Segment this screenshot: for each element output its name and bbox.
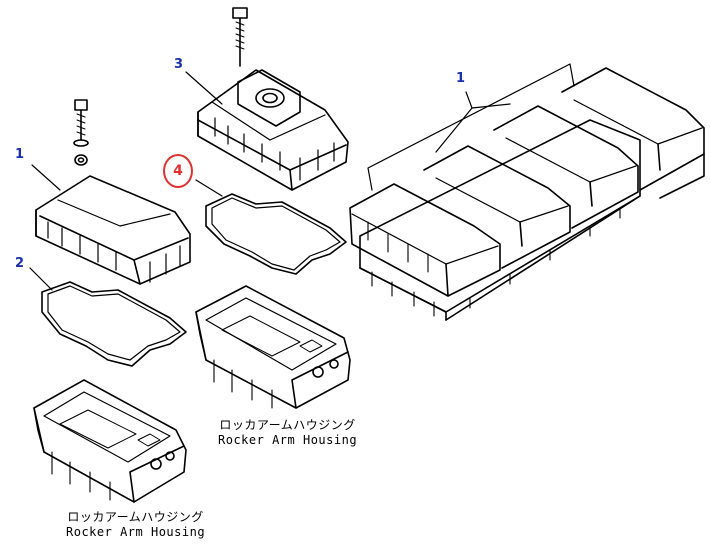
leader-part-1-bracket: [367, 63, 575, 191]
callout-part-3: 3: [174, 57, 184, 72]
caption-jp: ロッカアームハウジング: [219, 418, 356, 432]
callout-part-4: 4: [173, 163, 183, 179]
engine-head-cover-row: [349, 67, 705, 321]
highlight-circle-part-4: 4: [163, 154, 193, 188]
caption-en: Rocker Arm Housing: [218, 433, 358, 447]
part-1-cover-left: [35, 99, 191, 285]
leader-part-2: [29, 267, 53, 291]
caption-jp: ロッカアームハウジング: [67, 510, 204, 524]
callout-part-2: 2: [15, 256, 25, 271]
part-3-cover-with-breather: [197, 7, 349, 191]
part-4-gasket-center: [205, 193, 347, 275]
caption-rocker-arm-housing-center: ロッカアームハウジング Rocker Arm Housing: [218, 418, 357, 448]
caption-rocker-arm-housing-left: ロッカアームハウジング Rocker Arm Housing: [66, 510, 205, 540]
leader-part-4: [195, 179, 223, 197]
callout-part-1-right: 1: [456, 71, 466, 86]
caption-en: Rocker Arm Housing: [66, 525, 206, 539]
leader-part-3: [185, 71, 223, 105]
leader-part-1-left: [31, 164, 61, 191]
rocker-arm-housing-left: [33, 379, 187, 503]
part-2-gasket-left: [41, 281, 187, 367]
leader-lines: [29, 63, 575, 291]
callout-part-1-left: 1: [15, 147, 25, 162]
rocker-arm-housing-center: [195, 285, 351, 409]
